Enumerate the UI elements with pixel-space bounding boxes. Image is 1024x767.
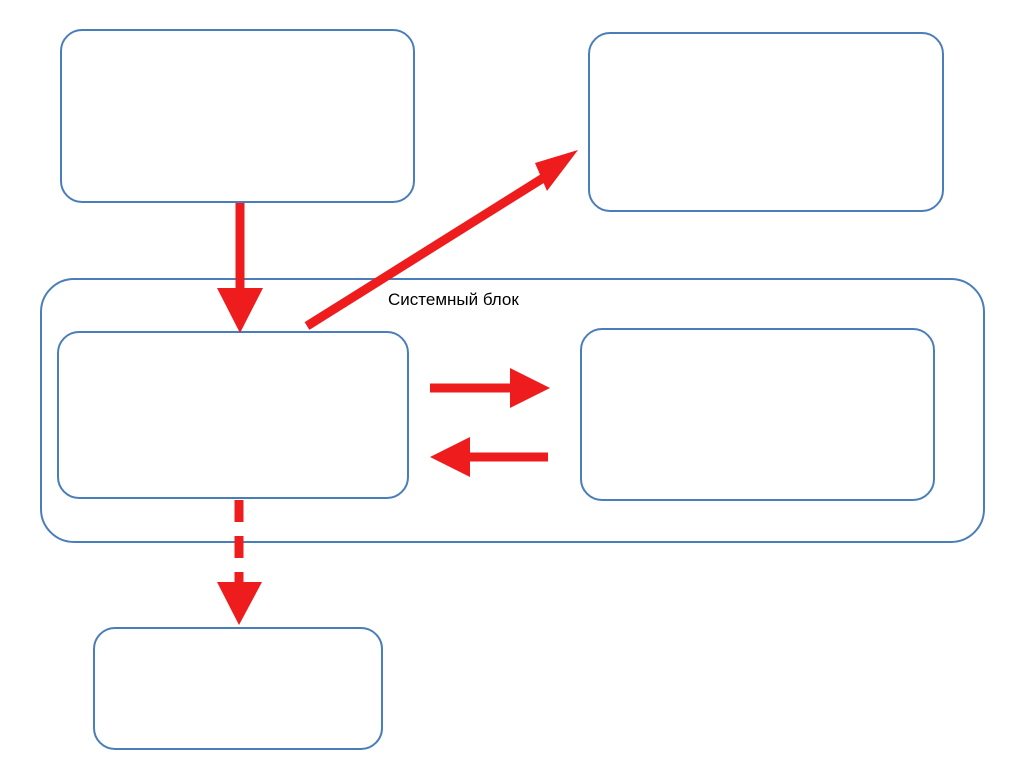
inner-right-box[interactable] [580, 328, 935, 501]
top-right-box[interactable] [588, 32, 944, 212]
system-block-label: Системный блок [388, 290, 519, 309]
top-left-box[interactable] [60, 29, 415, 203]
bottom-box[interactable] [93, 627, 383, 750]
inner-left-box[interactable] [57, 331, 409, 499]
